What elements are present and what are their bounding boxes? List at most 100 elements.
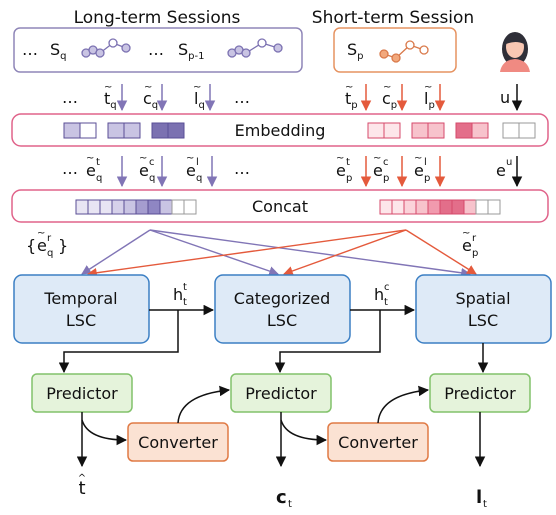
converter-label-1: Converter (138, 433, 218, 452)
svg-text:c: c (384, 282, 390, 293)
embeds-leading-ellipsis: … (62, 159, 78, 178)
session-sp1-trajectory-icon (227, 38, 283, 58)
input-cp-symbol: cp ~ (382, 82, 397, 111)
svg-text:t: t (288, 499, 292, 510)
categorized-lsc-box (214, 274, 351, 344)
converter-label-2: Converter (338, 433, 418, 452)
categorized-lsc-line1: Categorized (234, 289, 330, 308)
embed-ecq-symbol: e c q ~ (139, 153, 155, 184)
svg-text:c: c (276, 487, 287, 508)
hidden-state-ht-label: h t t (173, 282, 187, 308)
svg-text:p: p (346, 173, 352, 184)
svg-text:~: ~ (462, 228, 470, 239)
long-term-representation-set-label: { e r q ~ } (26, 228, 68, 259)
predictor-label-2: Predictor (245, 384, 317, 403)
svg-text:t: t (183, 282, 187, 293)
input-cq-symbol: cq ~ (143, 82, 158, 111)
svg-text:l: l (196, 157, 199, 168)
svg-text:q: q (47, 248, 53, 259)
svg-text:l: l (476, 487, 482, 508)
hidden-state-hc-label: h c t (374, 282, 390, 308)
svg-text:e: e (336, 161, 346, 180)
short-term-session-box (333, 27, 457, 73)
embed-etp-symbol: e t p ~ (336, 153, 352, 184)
svg-text:~: ~ (104, 82, 112, 93)
svg-text:lq: lq (194, 89, 205, 111)
user-avatar-icon (500, 32, 530, 72)
svg-text:lp: lp (424, 89, 435, 111)
input-tq-symbol: tq ~ (104, 82, 117, 111)
svg-text:e: e (139, 161, 149, 180)
svg-text:p: p (424, 173, 430, 184)
output-location: l t (476, 487, 487, 510)
output-category: c t (276, 487, 292, 510)
concat-long-user-cells (171, 199, 197, 215)
short-term-session-title: Short-term Session (312, 8, 474, 28)
session-sq-trajectory-icon (81, 38, 131, 58)
svg-text:q: q (96, 173, 102, 184)
svg-text:~: ~ (336, 153, 344, 164)
session-sp-label: Sp (347, 40, 364, 62)
svg-text:~: ~ (193, 82, 201, 93)
svg-text:cp: cp (382, 89, 397, 111)
svg-text:q: q (196, 173, 202, 184)
svg-text:^: ^ (78, 473, 86, 484)
concat-short-cells (379, 199, 477, 215)
embed-arrows-short (360, 156, 446, 188)
svg-text:~: ~ (186, 153, 194, 164)
categorized-lsc-line2: LSC (267, 311, 297, 330)
svg-text:e: e (462, 236, 472, 255)
input-lp-symbol: lp ~ (424, 82, 435, 111)
spatial-lsc-line2: LSC (468, 311, 498, 330)
output-time: t ^ (78, 473, 86, 499)
svg-text:cq: cq (143, 89, 158, 111)
embed-ecp-symbol: e c p ~ (373, 153, 389, 184)
embed-elq-symbol: e l q ~ (186, 153, 202, 184)
svg-text:~: ~ (86, 153, 94, 164)
spatial-lsc-line1: Spatial (455, 289, 510, 308)
svg-text:~: ~ (414, 153, 422, 164)
spatial-lsc-box (415, 274, 552, 344)
long-term-fanout-arrows (81, 229, 471, 278)
lsc-to-predictor-connectors (58, 310, 489, 374)
input-arrows-short (360, 84, 446, 112)
svg-text:tp: tp (345, 89, 358, 111)
long-term-sessions-title: Long-term Sessions (74, 8, 241, 28)
embedding-short-cells (367, 122, 489, 139)
svg-text:}: } (58, 236, 68, 255)
svg-text:p: p (383, 173, 389, 184)
temporal-lsc-line2: LSC (66, 311, 96, 330)
svg-text:t: t (384, 297, 388, 308)
inputs-leading-ellipsis: … (62, 88, 78, 107)
concat-long-cells (75, 199, 173, 215)
sq-leading-ellipsis: … (22, 40, 38, 59)
svg-text:~: ~ (37, 228, 45, 239)
svg-text:t: t (483, 499, 487, 510)
input-arrows-long (116, 84, 216, 112)
svg-text:~: ~ (424, 82, 432, 93)
input-lq-symbol: lq ~ (193, 82, 205, 111)
short-term-representation-label: e r p ~ (462, 228, 478, 259)
temporal-lsc-line1: Temporal (43, 289, 117, 308)
embeds-trailing-ellipsis: … (234, 159, 250, 178)
svg-text:e: e (414, 161, 424, 180)
svg-text:t: t (346, 157, 350, 168)
session-sq-label: Sq (50, 40, 67, 62)
temporal-lsc-box (13, 274, 150, 344)
embed-arrows-long (116, 156, 218, 188)
concat-short-user-cells (475, 199, 501, 215)
svg-text:t: t (78, 478, 85, 499)
svg-text:tq: tq (104, 89, 117, 111)
predictor-label-3: Predictor (444, 384, 516, 403)
svg-text:~: ~ (383, 82, 391, 93)
svg-text:c: c (383, 157, 389, 168)
svg-text:l: l (424, 157, 427, 168)
svg-text:p: p (472, 248, 478, 259)
embed-elp-symbol: e l p ~ (414, 153, 430, 184)
session-sp1-label: Sp-1 (178, 40, 204, 62)
svg-text:~: ~ (373, 153, 381, 164)
svg-text:r: r (472, 233, 477, 244)
embedding-long-cells (63, 122, 185, 139)
embed-etq-symbol: e t q ~ (86, 153, 102, 184)
svg-text:r: r (47, 233, 52, 244)
